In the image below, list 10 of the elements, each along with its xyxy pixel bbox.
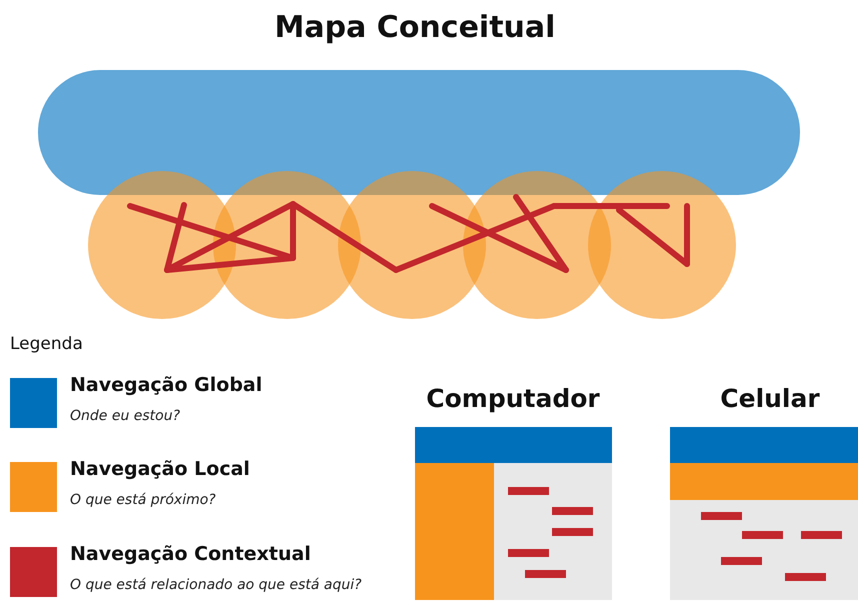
legend-description: Onde eu estou? [70, 408, 180, 424]
legend-heading: Legenda [10, 334, 83, 354]
legend-description: O que está próximo? [70, 492, 216, 508]
legend-label: Navegação Contextual [70, 543, 311, 565]
legend-description: O que está relacionado ao que está aqui? [70, 577, 362, 593]
panel-heading: Computador [425, 384, 601, 413]
title: Mapa Conceitual [274, 10, 556, 45]
panel-heading: Celular [719, 384, 821, 413]
legend-label: Navegação Local [70, 458, 250, 480]
legend-label: Navegação Global [70, 374, 262, 396]
